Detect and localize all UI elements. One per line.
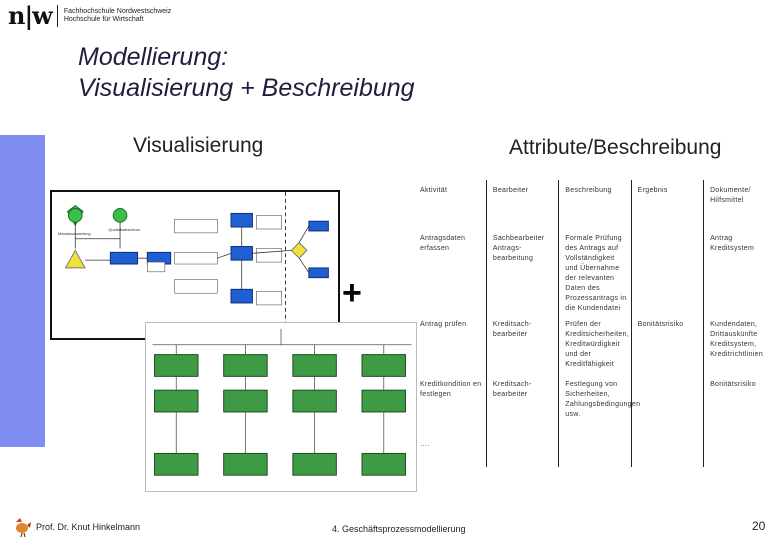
org-box-3 xyxy=(292,354,337,377)
table-cell: …. xyxy=(420,441,430,448)
org-box-4 xyxy=(361,354,407,377)
gateway-right xyxy=(290,241,308,259)
column-header-dokumente: Dokumente/ Hilfsmittel xyxy=(703,180,776,228)
sub-process-diagram xyxy=(145,322,417,492)
logo-line-2: Hochschule für Wirtschaft xyxy=(63,16,144,23)
task-4 xyxy=(230,246,253,261)
org-box-6 xyxy=(223,389,268,413)
task-6 xyxy=(308,220,329,232)
slide-title-line-1: Modellierung: xyxy=(78,43,229,71)
logo-mark: n|w xyxy=(8,1,53,30)
table-cell: Bonitätsrisiko xyxy=(703,374,776,434)
logo-line-1: Fachhochschule Nordwestschweiz xyxy=(63,8,172,15)
table-cell: Sachbearbeiter Antrags-bearbeitung xyxy=(485,228,559,314)
sidebar-accent-bar xyxy=(0,135,45,447)
label-1: Monatsauswertung xyxy=(58,231,91,236)
org-box-2 xyxy=(223,354,268,377)
task-1 xyxy=(109,251,139,265)
table-header-row: Aktivität Bearbeiter Beschreibung Ergebn… xyxy=(414,180,776,228)
org-box-1 xyxy=(154,354,199,377)
attribute-table: Aktivität Bearbeiter Beschreibung Ergebn… xyxy=(414,180,776,467)
label-2: Quartalsabschluss xyxy=(108,227,140,232)
table-cell: Kreditkondition en festlegen xyxy=(420,381,482,398)
column-header-aktivitaet: Aktivität xyxy=(420,187,448,194)
org-box-9 xyxy=(154,452,199,476)
table-cell: Kreditsach-bearbeiter xyxy=(485,374,559,434)
table-cell: Kundendaten, Drittauskünfte Kreditsystem… xyxy=(703,314,776,374)
gateway-yellow xyxy=(64,249,86,269)
table-cell: Antrag Kreditsystem xyxy=(703,228,776,314)
task-3 xyxy=(230,212,253,228)
org-box-5 xyxy=(154,389,199,413)
table-row: Kreditkondition en festlegen Kreditsach-… xyxy=(414,374,776,434)
org-box-11 xyxy=(292,452,337,476)
column-header-beschreibung: Beschreibung xyxy=(558,180,632,228)
table-cell: Antragsdaten erfassen xyxy=(420,235,466,252)
start-event-circle-2 xyxy=(112,208,128,223)
process-model-diagram: Monatsauswertung Quartalsabschluss xyxy=(50,190,340,340)
slide-title: Modellierung: Visualisierung + Beschreib… xyxy=(78,42,415,104)
table-cell xyxy=(703,434,776,467)
logo-divider xyxy=(56,5,58,27)
task-5 xyxy=(230,288,253,304)
logo-text: Fachhochschule Nordwestschweiz Hochschul… xyxy=(64,8,171,24)
slide-title-line-2: Visualisierung + Beschreibung xyxy=(78,74,415,102)
org-box-8 xyxy=(361,389,407,413)
footer-author: Prof. Dr. Knut Hinkelmann xyxy=(36,522,141,532)
table-row: Antragsdaten erfassen Sachbearbeiter Ant… xyxy=(414,228,776,314)
table-cell: Prüfen der Kreditsicherheiten, Kreditwür… xyxy=(558,314,632,374)
table-cell xyxy=(630,374,704,434)
school-logo: n|w Fachhochschule Nordwestschweiz Hochs… xyxy=(8,4,171,28)
table-cell: Kreditsach-bearbeiter xyxy=(485,314,559,374)
table-row: Antrag prüfen Kreditsach-bearbeiter Prüf… xyxy=(414,314,776,374)
table-cell: Formale Prüfung des Antrags auf Vollstän… xyxy=(558,228,632,314)
page-number: 20 xyxy=(752,519,766,533)
table-cell xyxy=(630,434,704,467)
org-box-12 xyxy=(361,452,407,476)
table-cell xyxy=(558,434,632,467)
rooster-icon xyxy=(16,518,31,538)
table-cell xyxy=(630,228,704,314)
table-cell: Festlegung von Sicherheiten, Zahlungsbed… xyxy=(558,374,640,434)
attribute-heading: Attribute/Beschreibung xyxy=(509,136,722,159)
task-7 xyxy=(308,267,329,279)
footer-chapter: 4. Geschäftsprozessmodellierung xyxy=(332,524,466,534)
org-box-10 xyxy=(223,452,268,476)
start-event-circle-1 xyxy=(67,208,83,223)
org-box-7 xyxy=(292,389,337,413)
column-header-bearbeiter: Bearbeiter xyxy=(485,180,559,228)
table-cell xyxy=(485,434,559,467)
table-cell: Bonitätsrisiko xyxy=(630,314,704,374)
column-header-ergebnis: Ergebnis xyxy=(630,180,704,228)
table-row: …. xyxy=(414,434,776,467)
table-cell: Antrag prüfen xyxy=(420,321,467,328)
visualisierung-heading: Visualisierung xyxy=(133,134,264,157)
plus-sign: + xyxy=(342,274,362,312)
